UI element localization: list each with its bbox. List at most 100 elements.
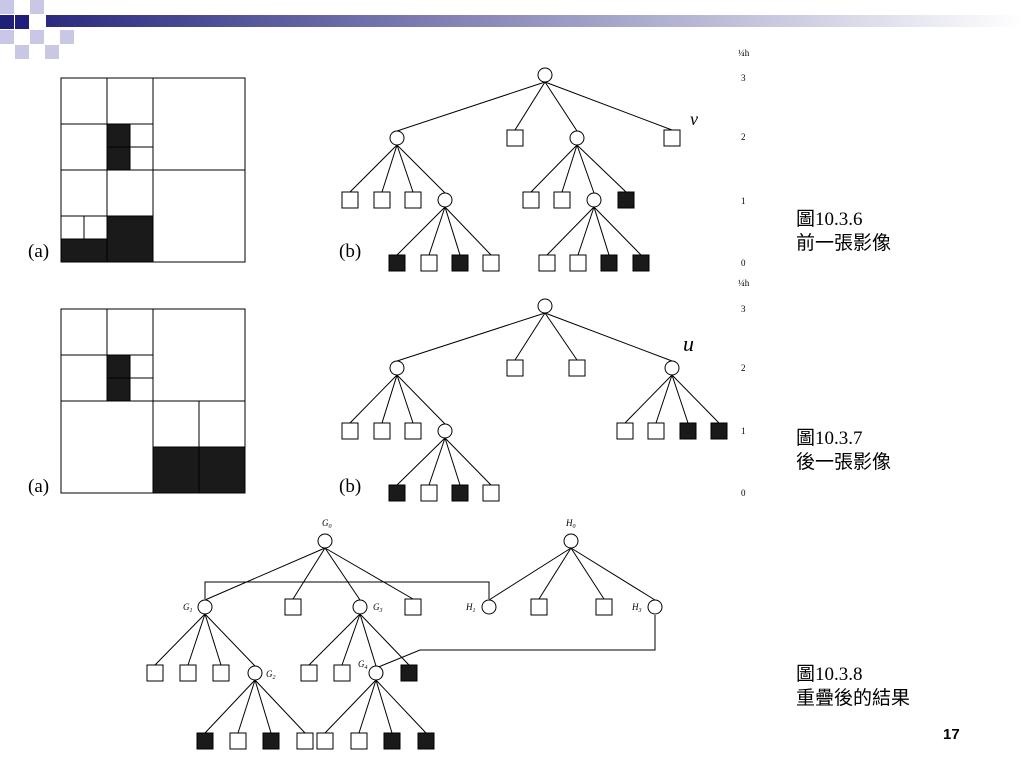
black-leaf-node (617, 191, 635, 209)
tree-edge (514, 81, 546, 131)
page-number: 17 (943, 726, 960, 743)
white-leaf-node (616, 422, 634, 440)
fig2-label-a: (a) (28, 476, 50, 497)
vertex-label-v: v (690, 109, 698, 129)
node-label-h0: H0 (565, 518, 576, 530)
tree-edge (254, 679, 306, 734)
level-label: 1 (741, 426, 746, 436)
overlay-connectors (204, 581, 656, 669)
quadtree-image-next (60, 308, 246, 494)
header-square-light (45, 45, 59, 59)
white-leaf-node (553, 191, 571, 209)
tree-edge (544, 312, 673, 362)
tree-edge (655, 374, 673, 424)
caption-fig2: 圖10.3.7 後一張影像 (796, 427, 891, 475)
internal-node (197, 599, 213, 615)
level-label: 0 (741, 258, 746, 268)
vertex-label-u: u (683, 331, 694, 356)
header-square-light (15, 45, 29, 59)
internal-node (664, 360, 680, 376)
black-leaf-node (600, 254, 618, 272)
black-cell (106, 215, 154, 263)
tree-edge (488, 547, 572, 601)
black-leaf-node (451, 484, 469, 502)
header-square-dark (15, 15, 29, 29)
caption-number: 圖10.3.8 (796, 664, 863, 685)
internal-node (352, 599, 368, 615)
white-leaf-node (404, 598, 422, 616)
white-leaf-node (530, 598, 548, 616)
black-leaf-node (679, 422, 697, 440)
tree-edge (375, 679, 427, 734)
internal-node (437, 192, 453, 208)
black-cell (106, 146, 131, 171)
white-leaf-node (595, 598, 613, 616)
white-leaf-node (316, 732, 334, 750)
white-leaf-node (420, 484, 438, 502)
tree-edge (396, 374, 414, 424)
fig1-label-a: (a) (28, 241, 50, 262)
tree-edge (341, 613, 361, 666)
tree-edge (444, 437, 461, 486)
white-leaf-node (333, 664, 351, 682)
tree-edge (292, 547, 326, 600)
white-leaf-node (506, 129, 524, 147)
header-square-light (30, 0, 44, 14)
internal-node (247, 665, 263, 681)
black-leaf-node (710, 422, 728, 440)
level-label: 3 (741, 73, 746, 83)
header-square-light (0, 30, 14, 44)
tree-edge (514, 312, 546, 361)
level-label: 0 (741, 488, 746, 498)
tree-edge (396, 81, 546, 132)
level-label: 3 (741, 304, 746, 314)
white-leaf-node (482, 254, 500, 272)
internal-node (368, 665, 384, 681)
internal-node (481, 599, 497, 615)
black-cell (198, 446, 246, 494)
tree-diagrams (146, 67, 728, 750)
white-leaf-node (663, 129, 681, 147)
tree-edge (396, 374, 446, 425)
tree-edge (396, 437, 446, 486)
tree-edge (576, 144, 627, 193)
caption-number: 圖10.3.6 (796, 209, 863, 230)
black-cell (106, 354, 131, 379)
level-label: 2 (741, 132, 746, 142)
tree-edge (359, 613, 410, 666)
level-label: 2 (741, 363, 746, 373)
white-leaf-node (538, 254, 556, 272)
internal-node (537, 67, 553, 83)
tree-edge (396, 144, 414, 193)
tree-edge (538, 547, 572, 600)
tree-edge (381, 144, 398, 193)
tree-edge (561, 144, 578, 193)
level-axis-fig1: ¼h 3 2 1 0 (738, 48, 750, 268)
white-leaf-node (212, 664, 230, 682)
header-square-dark (0, 15, 14, 29)
caption-title: 重疊後的結果 (796, 688, 911, 709)
white-leaf-node (522, 191, 540, 209)
tree-edge (593, 206, 610, 256)
tree-edge (396, 312, 546, 362)
fig1-label-b: (b) (339, 241, 362, 262)
tree-edge (359, 613, 377, 667)
header-square-light (60, 30, 74, 44)
tree-edge (671, 374, 720, 424)
tree-edge (593, 206, 642, 256)
tree-edge (570, 547, 605, 600)
black-leaf-node (451, 254, 469, 272)
overlay-node-labels: G0 H0 G1 G3 H1 H3 G2 G4 (183, 518, 642, 681)
node-label-g0: G0 (322, 518, 332, 530)
white-leaf-node (647, 422, 665, 440)
black-leaf-node (417, 732, 435, 750)
tree-edge (570, 547, 656, 601)
header-gradient-bar (46, 15, 1024, 27)
black-leaf-node (383, 732, 401, 750)
tree-edge (324, 547, 414, 600)
tree-edge (381, 374, 398, 424)
black-leaf-node (632, 254, 650, 272)
white-leaf-node (284, 598, 302, 616)
